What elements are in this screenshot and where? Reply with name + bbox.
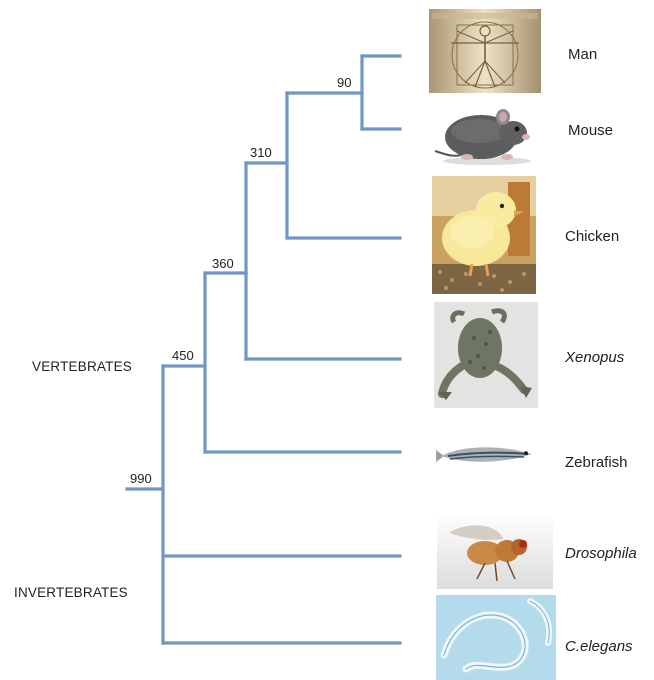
node-label-360: 360 — [212, 256, 234, 271]
photo-drosophila — [437, 513, 553, 589]
group-label-vertebrates: VERTEBRATES — [32, 359, 132, 374]
species-label-man: Man — [568, 46, 597, 63]
photo-mouse — [427, 97, 539, 169]
photo-xenopus — [434, 302, 538, 408]
group-label-invertebrates: INVERTEBRATES — [14, 585, 128, 600]
photo-zebrafish — [434, 434, 542, 474]
species-label-drosophila: Drosophila — [565, 545, 637, 562]
species-label-xenopus: Xenopus — [565, 349, 624, 366]
mouse-photo-icon — [427, 97, 539, 169]
species-label-celegans: C.elegans — [565, 638, 633, 655]
species-label-mouse: Mouse — [568, 122, 613, 139]
chick-photo-icon — [432, 176, 536, 294]
vitruvian-man-drawing-icon — [429, 9, 541, 93]
node-label-990: 990 — [130, 471, 152, 486]
nematode-photo-icon — [436, 595, 556, 680]
zebrafish-photo-icon — [434, 434, 542, 474]
species-label-zebrafish: Zebrafish — [565, 454, 628, 471]
node-label-310: 310 — [250, 145, 272, 160]
node-label-90: 90 — [337, 75, 351, 90]
photo-man — [429, 9, 541, 93]
frog-photo-icon — [434, 302, 538, 408]
photo-chicken — [432, 176, 536, 294]
node-label-450: 450 — [172, 348, 194, 363]
fruit-fly-photo-icon — [437, 513, 553, 589]
species-label-chicken: Chicken — [565, 228, 619, 245]
photo-celegans — [436, 595, 556, 680]
